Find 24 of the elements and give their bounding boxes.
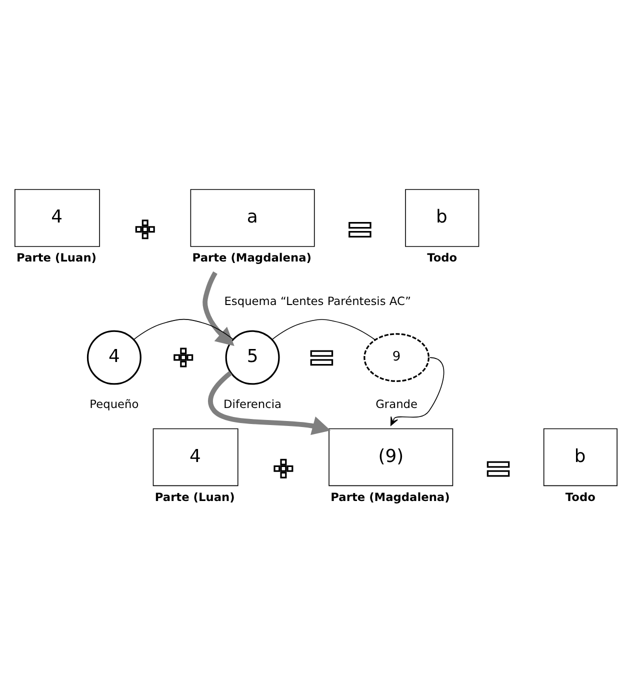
node-label: Diferencia <box>224 396 282 411</box>
arrow <box>202 271 234 346</box>
node-label: Parte (Luan) <box>154 490 235 504</box>
node-box: b <box>543 428 618 486</box>
node-label: Parte (Luan) <box>16 250 96 265</box>
node-circle: 4 <box>86 330 142 385</box>
node-box: b <box>405 189 480 247</box>
connector <box>133 318 234 340</box>
node-label: Grande <box>376 396 418 411</box>
node-box: a <box>190 189 315 247</box>
node-label: Parte (Magdalena) <box>330 490 450 504</box>
node-box: 4 <box>152 428 238 486</box>
arrow <box>208 371 331 436</box>
label: Esquema “Lentes Paréntesis AC” <box>224 294 412 308</box>
node-label: Todo <box>565 490 596 504</box>
node-label: Todo <box>427 250 458 265</box>
node-label: Pequeño <box>90 396 139 411</box>
node-box: 4 <box>14 189 100 247</box>
arrow <box>390 357 444 426</box>
node-label: Parte (Magdalena) <box>192 250 312 265</box>
node-ellipse: 9 <box>364 333 430 382</box>
connector <box>272 319 376 340</box>
node-box: (9) <box>328 428 454 486</box>
node-circle: 5 <box>225 330 280 385</box>
